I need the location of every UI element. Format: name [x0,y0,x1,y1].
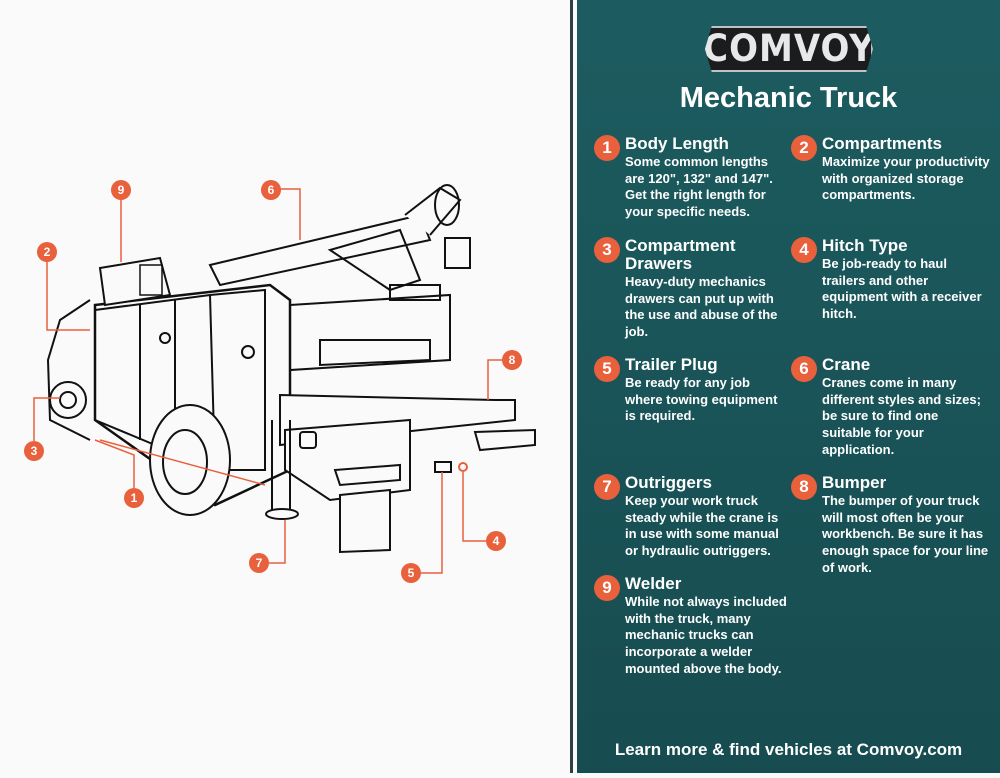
feature-heading: Compartments [822,134,942,153]
feature-text: Heavy-duty mechanics drawers can put up … [625,274,778,340]
feature-heading: Body Length [625,134,729,153]
feature-text: Some common lengths are 120", 132" and 1… [625,154,773,220]
feature-number: 1 [594,135,620,161]
mechanic-truck-illustration [33,184,536,574]
page-title: Mechanic Truck [679,82,898,114]
feature-number: 6 [791,356,817,382]
feature-number: 4 [791,237,817,263]
logo-text: COMVOY [703,27,875,71]
feature-text: Cranes come in many different styles and… [822,375,981,457]
feature-number: 2 [791,135,817,161]
feature-text: Maximize your productivity with organize… [822,154,990,203]
feature-heading: Bumper [822,473,887,492]
callout-1: 1 [124,488,144,508]
divider [570,0,573,773]
feature-heading: Outriggers [625,473,712,492]
feature-text: While not always included with the truck… [625,594,787,676]
feature-number: 3 [594,237,620,263]
feature-text: Be job-ready to haul trailers and other … [822,256,982,322]
feature-heading: Compartment Drawers [625,236,736,273]
comvoy-logo: COMVOY [705,26,873,72]
feature-text: Be ready for any job where towing equipm… [625,375,778,424]
feature-number: 8 [791,474,817,500]
callout-7: 7 [249,553,269,573]
callout-6: 6 [261,180,281,200]
feature-heading: Crane [822,355,871,374]
truck-illustration-panel: 9 6 2 8 3 1 4 7 5 [24,180,536,583]
callout-8: 8 [502,350,522,370]
feature-number: 5 [594,356,620,382]
feature-text: Keep your work truck steady while the cr… [625,493,779,559]
footer-link[interactable]: Learn more & find vehicles at Comvoy.com [614,740,963,759]
feature-number: 9 [594,575,620,601]
feature-heading: Hitch Type [822,236,908,255]
callout-9: 9 [111,180,131,200]
callout-4: 4 [486,531,506,551]
callout-3: 3 [24,441,44,461]
feature-heading: Trailer Plug [625,355,718,374]
callout-5: 5 [401,563,421,583]
feature-number: 7 [594,474,620,500]
feature-text: The bumper of your truck will most often… [822,493,989,575]
callout-2: 2 [37,242,57,262]
feature-heading: Welder [625,574,682,593]
